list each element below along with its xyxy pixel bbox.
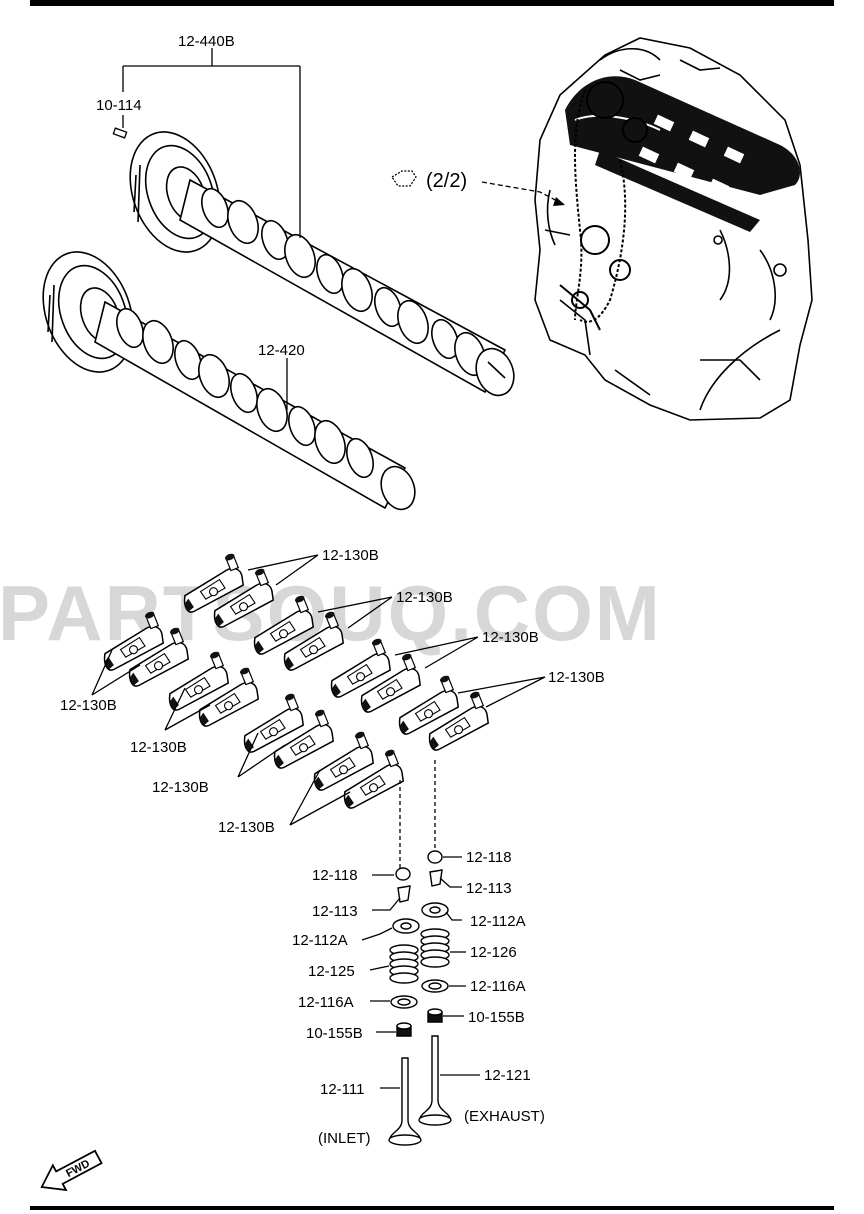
intake-valve	[389, 1057, 421, 1139]
rocker-arm	[273, 709, 335, 769]
rocker-arm	[213, 568, 275, 628]
rocker-arm	[360, 653, 422, 713]
label-valve-seal-exhaust: 10-155B	[468, 1009, 525, 1026]
cylinder-head-cover	[565, 76, 800, 232]
cam-lobes-lower	[116, 307, 374, 479]
rocker-arm	[128, 627, 190, 687]
rocker-arm	[398, 675, 460, 735]
cam-end-upper	[475, 347, 515, 397]
engine-block-illustration	[534, 37, 813, 421]
label-exhaust-spring: 12-126	[470, 944, 517, 961]
label-valve-keeper-exhaust: 12-113	[466, 880, 512, 897]
label-rocker-arm-6: 12-130B	[130, 739, 187, 756]
rocker-arm	[343, 749, 405, 809]
cam-end-lower	[380, 465, 416, 511]
dowel-pin	[112, 127, 128, 139]
intake-camshaft	[42, 251, 416, 511]
label-exhaust-note: (EXHAUST)	[464, 1108, 545, 1125]
exhaust-valve	[419, 1035, 451, 1119]
label-spring-retainer-exhaust: 12-112A	[470, 913, 526, 930]
intake-valve-train	[388, 867, 422, 1146]
label-lash-adjuster-exhaust: 12-118	[466, 849, 512, 866]
rocker-arm-leaders	[91, 554, 546, 868]
label-inlet-note: (INLET)	[318, 1130, 371, 1147]
timing-chain	[559, 81, 648, 331]
label-camshaft-assy: 12-440B	[178, 33, 235, 50]
exhaust-valve-train	[418, 850, 452, 1126]
label-intake-camshaft: 12-420	[258, 342, 305, 359]
valve-train-leaders	[361, 856, 480, 1089]
label-rocker-arm-4: 12-130B	[548, 669, 605, 686]
view-ref-icon	[391, 170, 417, 187]
rocker-arm	[183, 553, 245, 613]
rocker-arm	[283, 611, 345, 671]
exhaust-valve-spring	[420, 928, 450, 968]
label-spring-seat-intake: 12-116A	[298, 994, 354, 1011]
rocker-arm	[428, 691, 490, 751]
top-border	[30, 0, 834, 6]
label-rocker-arm-3: 12-130B	[482, 629, 539, 646]
label-lash-adjuster-intake: 12-118	[312, 867, 358, 884]
label-valve-seal-intake: 10-155B	[306, 1025, 363, 1042]
label-exhaust-valve: 12-121	[484, 1067, 531, 1084]
intake-valve-spring	[389, 944, 419, 984]
rocker-arm	[168, 651, 230, 711]
fwd-arrow-icon	[40, 1149, 103, 1192]
exhaust-valve-keeper	[429, 869, 443, 887]
label-rocker-arm-1: 12-130B	[322, 547, 379, 564]
label-rocker-arm-5: 12-130B	[60, 697, 117, 714]
intake-valve-keeper	[397, 885, 411, 903]
rocker-arm	[103, 611, 165, 671]
label-intake-spring: 12-125	[308, 963, 355, 980]
cam-lobes-upper	[201, 187, 486, 377]
rocker-arm	[198, 667, 260, 727]
camshaft-leaders	[122, 48, 301, 410]
rocker-arm	[313, 731, 375, 791]
label-rocker-arm-7: 12-130B	[152, 779, 209, 796]
view-reference: (2/2)	[391, 170, 566, 206]
label-valve-keeper-intake: 12-113	[312, 903, 358, 920]
rocker-arm-group	[103, 553, 490, 809]
label-pin: 10-114	[96, 97, 142, 114]
label-rocker-arm-2: 12-130B	[396, 589, 453, 606]
view-ref-label: (2/2)	[426, 170, 467, 192]
label-rocker-arm-8: 12-130B	[218, 819, 275, 836]
label-spring-retainer-intake: 12-112A	[292, 932, 348, 949]
bottom-border	[30, 1206, 834, 1210]
exhaust-camshaft	[129, 131, 515, 397]
label-intake-valve: 12-111	[320, 1081, 364, 1098]
fwd-label: FWD	[64, 1158, 92, 1180]
fwd-arrow: FWD	[40, 1149, 103, 1192]
label-spring-seat-exhaust: 12-116A	[470, 978, 526, 995]
rocker-arm	[330, 638, 392, 698]
rocker-arm	[243, 693, 305, 753]
exhaust-lash-adjuster	[427, 850, 443, 864]
intake-lash-adjuster	[395, 867, 411, 881]
rocker-arm	[253, 595, 315, 655]
